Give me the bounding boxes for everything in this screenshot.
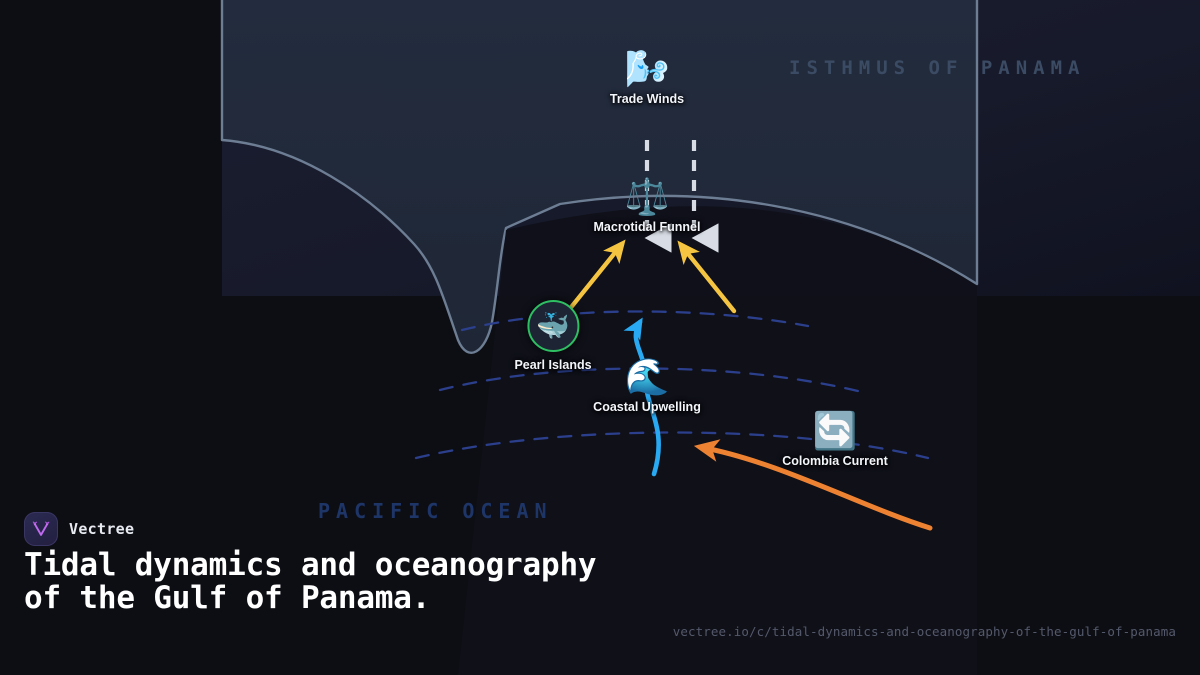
brand-name: Vectree bbox=[69, 520, 135, 538]
feature-label-colombia-current: Colombia Current bbox=[782, 454, 888, 468]
feature-label-pearl-islands: Pearl Islands bbox=[514, 358, 592, 372]
feature-colombia-current[interactable]: 🔄 Colombia Current bbox=[782, 411, 888, 469]
page-title: Tidal dynamics and oceanography of the G… bbox=[24, 547, 597, 616]
repeat-arrows-icon: 🔄 bbox=[812, 411, 858, 452]
region-label-isthmus: ISTHMUS OF PANAMA bbox=[789, 57, 1086, 79]
feature-label-coastal-upwelling: Coastal Upwelling bbox=[593, 400, 701, 414]
wind-face-icon: 🌬️ bbox=[624, 49, 670, 90]
brand-block[interactable]: Vectree bbox=[24, 512, 134, 546]
feature-macrotidal-funnel[interactable]: ⚖️ Macrotidal Funnel bbox=[593, 177, 701, 235]
coastal-upwelling-arrow bbox=[623, 317, 661, 477]
isobath-middle bbox=[438, 367, 864, 394]
region-label-pacific: PACIFIC OCEAN bbox=[318, 499, 553, 523]
colombia-current-arrow bbox=[693, 439, 933, 531]
balance-scale-icon: ⚖️ bbox=[624, 177, 670, 218]
permalink-url: vectree.io/c/tidal-dynamics-and-oceanogr… bbox=[672, 624, 1176, 639]
feature-label-macrotidal-funnel: Macrotidal Funnel bbox=[593, 220, 701, 234]
isthmus-landmass bbox=[220, 0, 979, 354]
feature-coastal-upwelling[interactable]: 🌊 Coastal Upwelling bbox=[593, 357, 701, 415]
pearl-islands-pin: 🐳 bbox=[527, 300, 579, 352]
feature-trade-winds[interactable]: 🌬️ Trade Winds bbox=[609, 49, 685, 107]
ocean-wave-icon: 🌊 bbox=[624, 357, 670, 398]
vectree-logo-icon bbox=[24, 512, 58, 546]
feature-label-trade-winds: Trade Winds bbox=[609, 92, 685, 106]
feature-pearl-islands[interactable]: 🐳 Pearl Islands bbox=[514, 300, 592, 372]
whale-icon: 🐳 bbox=[536, 310, 570, 342]
isobath-inner bbox=[460, 310, 810, 332]
trade-wind-east-arrow bbox=[677, 240, 737, 314]
